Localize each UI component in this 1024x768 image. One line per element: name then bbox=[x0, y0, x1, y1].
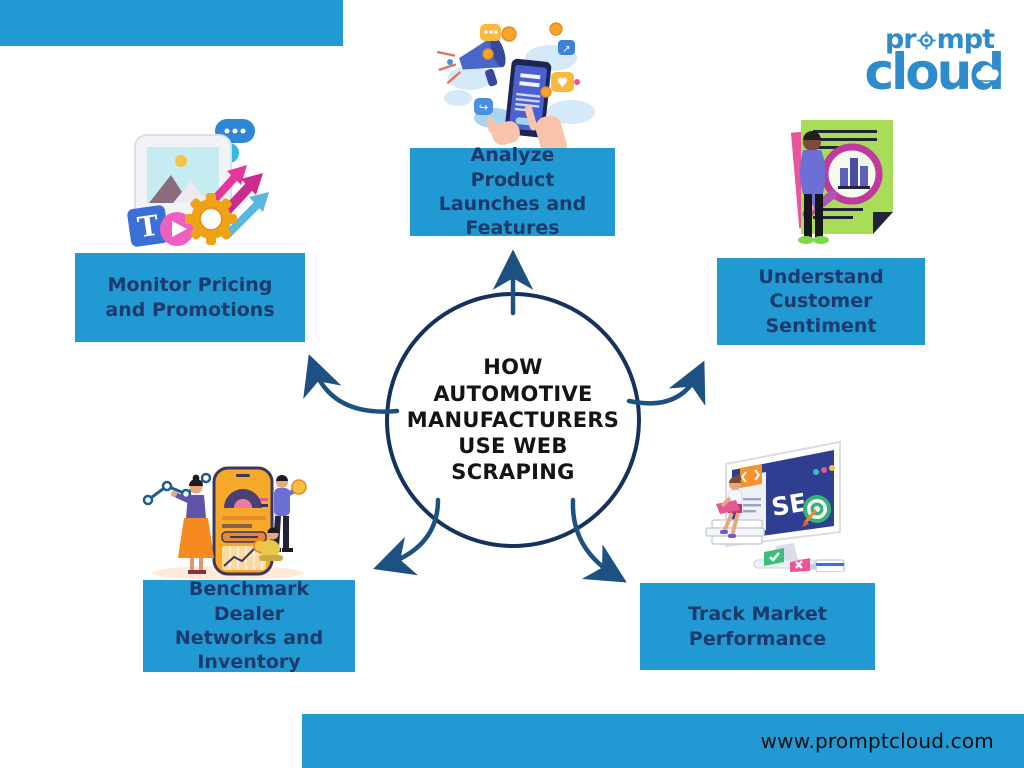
logo-text-pr: pr bbox=[884, 24, 917, 55]
node-label: Track Market Performance bbox=[688, 603, 827, 650]
node-box-track-market: Track Market Performance bbox=[640, 583, 875, 670]
target-icon bbox=[802, 495, 831, 527]
center-circle: How Automotive Manufacturers Use Web Scr… bbox=[385, 292, 641, 548]
man-figure-icon bbox=[270, 475, 307, 552]
svg-text:T: T bbox=[135, 209, 160, 245]
logo-target-icon bbox=[917, 26, 936, 53]
top-accent-bar bbox=[0, 0, 343, 46]
logo-cloud-icon bbox=[974, 41, 1004, 91]
node-label: Understand Customer Sentiment bbox=[758, 266, 884, 337]
kneeling-figure-icon bbox=[259, 527, 283, 561]
up-arrow-icon: ↗ bbox=[562, 44, 570, 55]
node-box-benchmark-dealer: Benchmark Dealer Networks and Inventory bbox=[143, 578, 355, 674]
sun-icon bbox=[175, 155, 187, 167]
logo-word-prompt: pr mpt bbox=[822, 24, 995, 55]
seo-monitor-target-illustration: SE bbox=[688, 420, 860, 572]
emoji-coin-icons bbox=[482, 22, 563, 98]
seo-text: SE bbox=[769, 488, 808, 522]
team-mobile-analytics-illustration bbox=[140, 452, 310, 583]
center-title: How Automotive Manufacturers Use Web Scr… bbox=[406, 355, 620, 485]
sitting-woman-icon bbox=[716, 474, 743, 538]
gauge-icon bbox=[224, 489, 262, 508]
woman-figure-icon bbox=[171, 474, 214, 574]
heart-icon: ♥ bbox=[557, 76, 569, 91]
node-label: Monitor Pricing and Promotions bbox=[105, 274, 275, 321]
growth-arrows-icon bbox=[211, 165, 269, 239]
node-label: Analyze Product Launches and Features bbox=[438, 144, 587, 240]
arrow-upper-right bbox=[626, 360, 706, 406]
arrow-upper-left bbox=[303, 354, 400, 414]
gear-icon bbox=[185, 193, 237, 245]
social-icons: ♥ ↪ ↗ bbox=[447, 22, 580, 115]
social-media-megaphone-phone-illustration: ♥ ↪ ↗ bbox=[430, 12, 600, 148]
footer-url: www.promptcloud.com bbox=[760, 729, 994, 753]
check-button-icon bbox=[764, 548, 784, 566]
card-icon bbox=[815, 559, 845, 572]
megaphone-icon bbox=[437, 36, 506, 87]
node-box-analyze-product: Analyze Product Launches and Features bbox=[410, 144, 615, 239]
coin-icon bbox=[291, 479, 307, 495]
letter-tile-icon: T bbox=[127, 205, 169, 247]
content-media-growth-illustration: T bbox=[115, 113, 275, 250]
promptcloud-logo: pr mpt cloud bbox=[822, 24, 1005, 101]
node-box-monitor-pricing: Monitor Pricing and Promotions bbox=[75, 253, 305, 342]
node-box-customer-sentiment: Understand Customer Sentiment bbox=[717, 258, 925, 345]
person-magnifier-report-illustration bbox=[755, 108, 905, 254]
close-button-icon bbox=[790, 558, 810, 572]
hands-icon bbox=[486, 104, 567, 148]
person-icon bbox=[798, 131, 829, 244]
logo-word-cloud: cloud bbox=[864, 43, 1005, 101]
share-arrow-icon: ↪ bbox=[479, 101, 488, 114]
dashboard-phone-icon bbox=[212, 466, 274, 576]
node-label: Benchmark Dealer Networks and Inventory bbox=[174, 578, 324, 674]
logo-text-mpt: mpt bbox=[936, 24, 995, 55]
bottom-accent-bar: www.promptcloud.com bbox=[302, 714, 1024, 768]
